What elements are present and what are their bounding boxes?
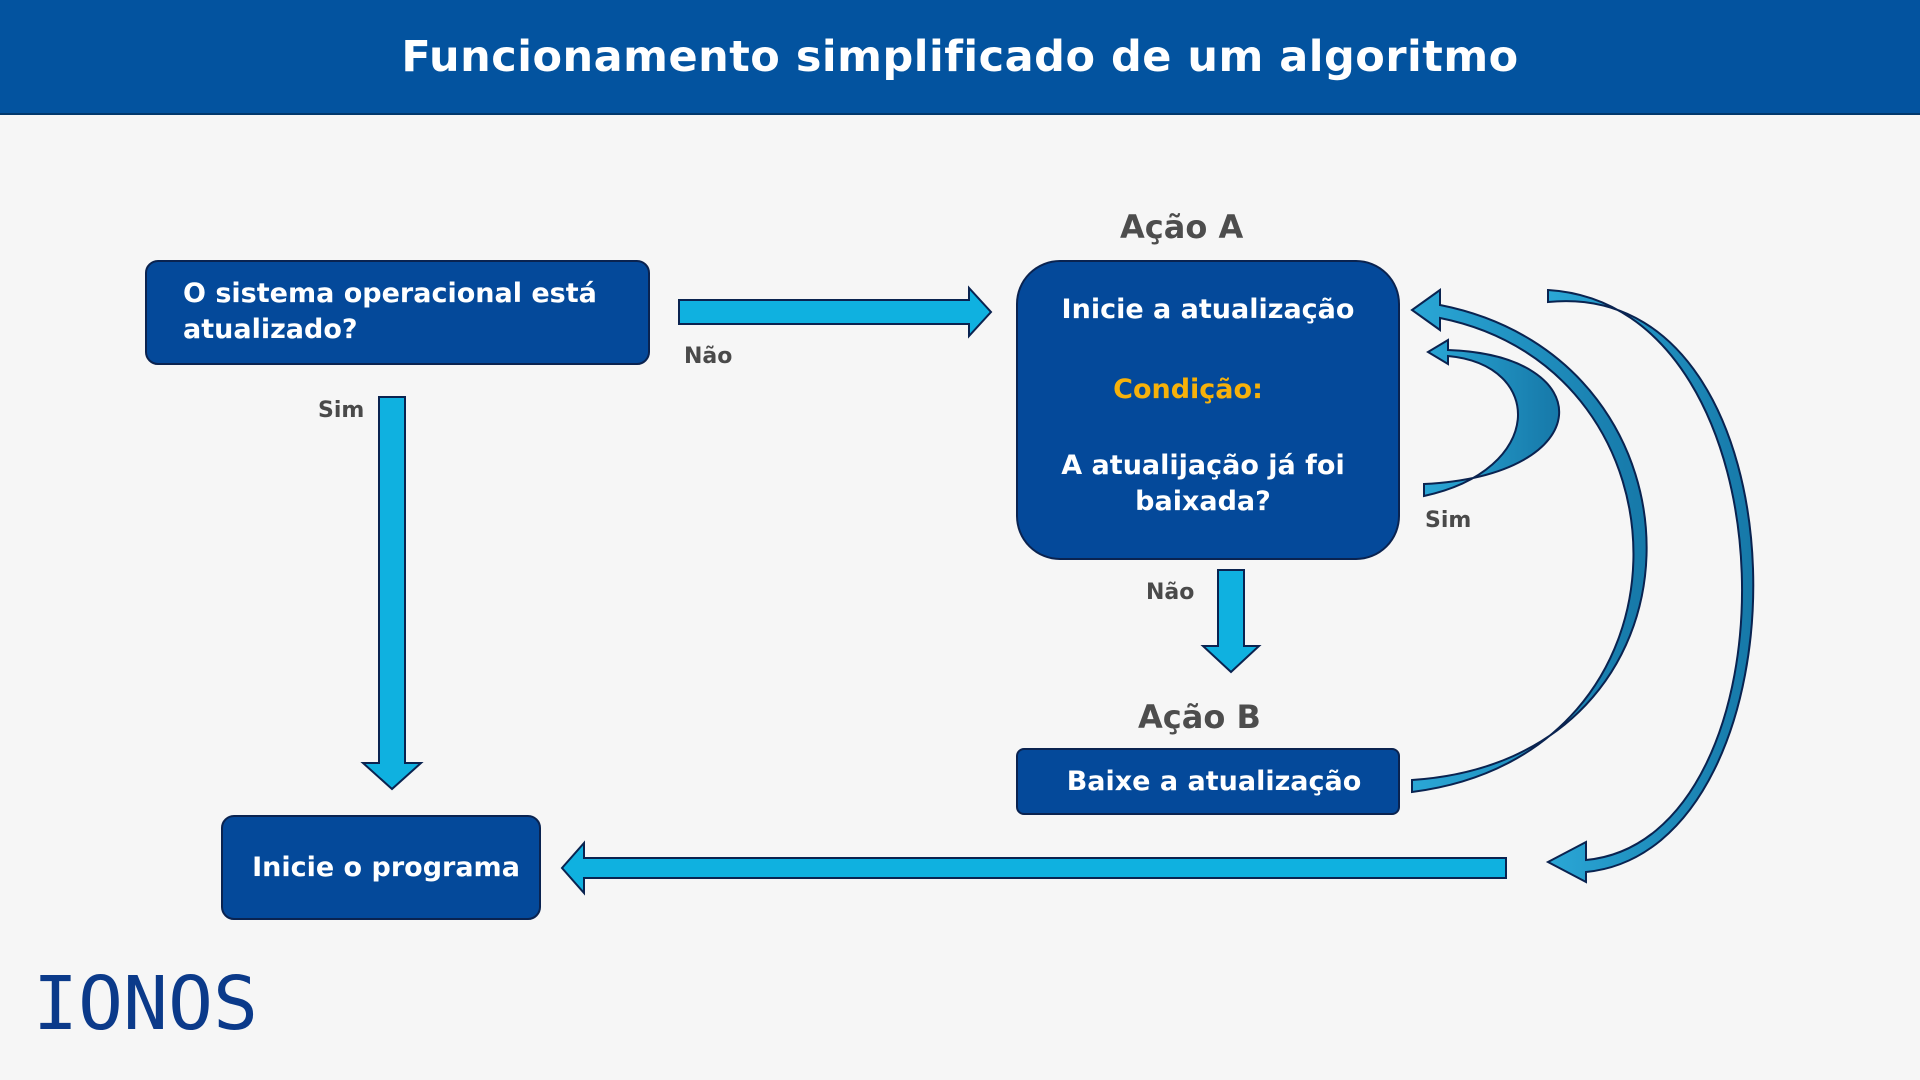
action-b-heading: Ação B [1138, 698, 1261, 736]
condition-label: Condição: [1113, 374, 1263, 405]
arrow-nao-to-action-a [678, 285, 993, 339]
arrow-sim-to-program [360, 396, 424, 791]
question-text: O sistema operacional está atualizado? [183, 278, 597, 345]
ionos-logo-text: IONOS [33, 965, 258, 1037]
condition-text: A atualijação já foi baixada? [1061, 450, 1345, 517]
arrow-sim-loop [1423, 338, 1560, 498]
action-b-text: Baixe a atualização [1066, 766, 1362, 797]
arrow-nao-to-action-b [1200, 569, 1262, 674]
arrow-action-b-to-action-a [1410, 288, 1648, 794]
title-banner: Funcionamento simplificado de um algorit… [0, 0, 1920, 115]
action-a-heading: Ação A [1120, 208, 1244, 246]
program-text: Inicie o programa [252, 852, 520, 883]
label-sim-right: Sim [1425, 508, 1472, 533]
action-a-box: Inicie a atualização Condição: A atualij… [1016, 260, 1400, 560]
label-nao-top: Não [684, 344, 733, 369]
program-box: Inicie o programa [221, 815, 541, 920]
arrow-to-program [560, 840, 1507, 896]
action-b-box: Baixe a atualização [1016, 748, 1400, 815]
label-sim-left: Sim [318, 398, 365, 423]
ionos-logo: IONOS [33, 965, 258, 1037]
question-box: O sistema operacional está atualizado? [145, 260, 650, 365]
label-nao-middle: Não [1146, 580, 1195, 605]
arrow-loop-to-bottom [1545, 288, 1755, 884]
action-a-text: Inicie a atualização [1061, 294, 1355, 325]
page-title: Funcionamento simplificado de um algorit… [401, 31, 1519, 82]
